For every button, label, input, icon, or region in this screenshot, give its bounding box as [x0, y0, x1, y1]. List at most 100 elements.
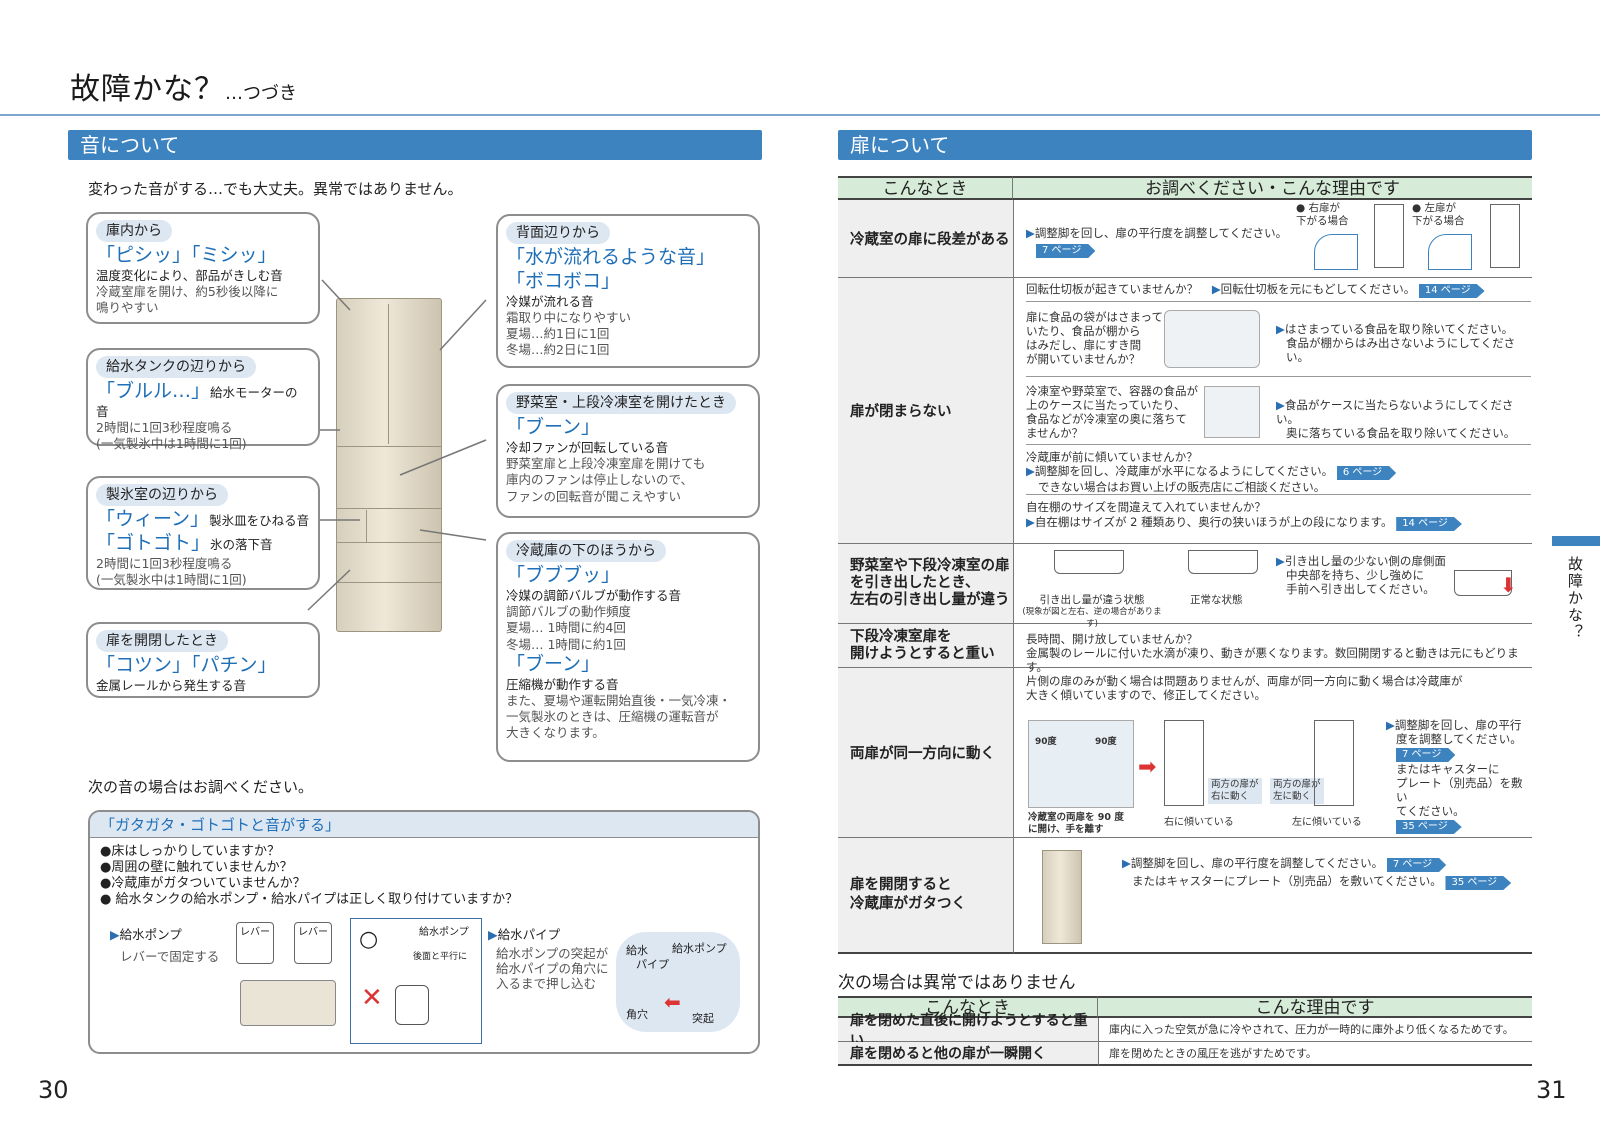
- row-text: 度を調整してください。: [1396, 732, 1522, 746]
- figure-caption: 左に傾いている: [1292, 817, 1362, 828]
- row-text: 奥に落ちている食品を取り除いてください。: [1286, 426, 1516, 440]
- ok-circle-icon: ○: [359, 927, 379, 952]
- bubble-text: (一気製氷中は1時間に1回): [96, 436, 247, 452]
- row-body: 長時間、開け放していませんか？ 金属製のレールに付いた水滴が凍り、動きが悪くなり…: [1013, 624, 1532, 674]
- bubble-bottom: 冷蔵庫の下のほうから 「ブブブッ」 冷媒の調節バルブが動作する音 調節バルブの動…: [496, 532, 760, 762]
- row-label: 扉を閉めると他の扉が一瞬開く: [838, 1042, 1098, 1066]
- sound-lead: 変わった音がする…でも大丈夫。異常ではありません。: [88, 180, 463, 198]
- bubble-vegetable: 野菜室・上段冷凍室を開けたとき 「ブーン」 冷却ファンが回転している音 野菜室扉…: [496, 384, 760, 518]
- fridge-shake-figure: [1042, 850, 1082, 944]
- fig-label: 角穴: [626, 1008, 648, 1021]
- bubble-text: また、夏場や運転開始直後・一気冷凍・: [506, 692, 732, 708]
- section-header-door: 扉について: [838, 130, 1532, 160]
- sound-quote: 「水が流れるような音」: [506, 246, 716, 269]
- sound-note: 製氷皿をひねる音: [209, 513, 310, 529]
- fridge-figure: [1374, 204, 1404, 268]
- figure-caption: 冷蔵室の両扉を 90 度: [1028, 812, 1124, 823]
- case-label: 下がる場合: [1296, 215, 1349, 227]
- sound-note: 給水モーターの音: [96, 385, 298, 419]
- section-header-sound: 音について: [68, 130, 762, 160]
- fridge-figure: [1490, 204, 1520, 268]
- row-text: 扉を閉めたときの風圧を逃がすためです。: [1098, 1042, 1532, 1066]
- row-text: いたり、食品が棚から: [1026, 324, 1141, 338]
- bubble-text: 冷却ファンが回転している音: [506, 439, 669, 455]
- sound-quote: 「ウィーン」: [96, 508, 210, 531]
- figure-caption: 左に動く: [1273, 791, 1312, 802]
- page-ref-badge: 7 ページ: [1396, 748, 1456, 762]
- pump-desc: レバーで固定する: [120, 949, 220, 964]
- sound-quote: 「ブルル…」: [96, 380, 211, 403]
- row-text: 扉に食品の袋がはさまって: [1026, 310, 1163, 324]
- fridge-right-tilt-figure: [1164, 720, 1204, 806]
- figure-caption: 両方の扉が: [1273, 779, 1321, 790]
- bubble-heading: 野菜室・上段冷凍室を開けたとき: [506, 392, 736, 415]
- angle-label: 90度: [1035, 737, 1057, 747]
- bubble-text: 調節バルブの動作頻度: [506, 604, 632, 620]
- check-item: ●冷蔵庫がガタついていませんか？: [100, 876, 306, 891]
- row-text: 金属製のレールに付いた水滴が凍り、動きが悪くなります。数回開閉すると動きは元にも…: [1026, 646, 1519, 674]
- row-body: ▶調整脚を回し、扉の平行度を調整してください。 7 ページ またはキャスターにプ…: [1013, 838, 1532, 954]
- bubble-text: 冬場… 1時間に約1回: [506, 636, 626, 652]
- drawer-normal-figure: [1188, 550, 1258, 574]
- row-label-line: 野菜室や下段冷凍室の扉: [850, 558, 1010, 574]
- rattle-check-box: 「ガタガタ・ゴトゴトと音がする」 ●床はしっかりしていますか？ ●周囲の壁に触れ…: [88, 810, 760, 1054]
- triangle-bullet-icon: ▶: [1276, 398, 1285, 412]
- page-title: 故障かな？…つづき: [70, 72, 297, 107]
- bubble-text: 夏場… 1時間に約4回: [506, 620, 626, 636]
- bubble-heading: 給水タンクの辺りから: [96, 356, 256, 379]
- sound-quote: 「ボコボコ」: [506, 269, 621, 292]
- bubble-text: (一気製氷中は1時間に1回): [96, 571, 247, 587]
- row-label-line: を引き出したとき、: [850, 575, 980, 591]
- triangle-bullet-icon: ▶: [1026, 464, 1035, 478]
- row-text: 調整脚を回し、扉の平行: [1394, 718, 1522, 732]
- row-text: 食品がケースに当たらないようにしてください。: [1276, 398, 1514, 426]
- row-text: てください。: [1396, 804, 1465, 818]
- down-arrow-icon: ⬇: [1500, 573, 1517, 597]
- triangle-bullet-icon: ▶: [1276, 322, 1285, 336]
- row-text: またはキャスターに: [1396, 762, 1500, 776]
- page-subtitle: …つづき: [225, 83, 297, 104]
- figure-caption: に開け、手を離す: [1028, 824, 1104, 835]
- row-text: 回転仕切板を元にもどしてください。: [1220, 282, 1416, 296]
- side-tab-label: 故障かな？: [1566, 556, 1584, 641]
- row-text: はさまっている食品を取り除いてください。: [1284, 322, 1514, 336]
- page-ref-badge: 7 ページ: [1036, 244, 1096, 258]
- bubble-heading: 扉を開閉したとき: [96, 630, 228, 653]
- bubble-text: 霜取り中になりやすい: [506, 309, 632, 325]
- triangle-bullet-icon: ▶: [110, 927, 120, 942]
- figure-caption: (現象が図と左右、逆の場合があります): [1022, 607, 1162, 629]
- shelf-figure: [1164, 310, 1260, 368]
- bubble-text: 金属レールから発生する音: [96, 677, 247, 693]
- bubble-text: 大きくなります。: [506, 725, 605, 741]
- bubble-text: 圧縮機が動作する音: [506, 676, 619, 692]
- figure-caption: 正常な状態: [1190, 594, 1243, 606]
- pipe-desc: 入るまで押し込む: [496, 976, 597, 991]
- ok-note: 後面と平行に: [413, 952, 468, 962]
- row-text: が開いていませんか？: [1026, 352, 1141, 366]
- row-text: 食品が棚からはみ出さないようにしてください。: [1286, 336, 1516, 364]
- drawer-uneven-figure: [1054, 550, 1124, 574]
- row-text: 調整脚を回し、扉の平行度を調整してください。: [1034, 226, 1288, 240]
- row-text: できない場合はお買い上げの販売店にご相談ください。: [1038, 480, 1326, 494]
- row-text: 大きく傾いていますので、修正してください。: [1026, 688, 1267, 702]
- triangle-bullet-icon: ▶: [1276, 554, 1285, 568]
- triangle-bullet-icon: ▶: [1211, 282, 1221, 296]
- case-label: 下がる場合: [1412, 215, 1465, 227]
- row-body: 回転仕切板が起きていませんか？ ▶回転仕切板を元にもどしてください。 14 ペー…: [1013, 278, 1532, 544]
- pipe-desc: 給水パイプの角穴に: [496, 961, 609, 976]
- col-header-when: こんなとき: [838, 996, 1098, 1018]
- row-text: ませんか？: [1026, 426, 1084, 440]
- sound-quote: 「ブーン」: [506, 416, 601, 439]
- row-text: 庫内に入った空気が急に冷やされて、圧力が一時的に庫外より低くなるためです。: [1098, 1018, 1532, 1042]
- col-header-reason: お調べください・こんな理由です: [1013, 176, 1532, 200]
- triangle-bullet-icon: ▶: [1026, 226, 1035, 240]
- door-figure: [1428, 234, 1472, 270]
- sound-note: 氷の落下音: [210, 536, 273, 552]
- bubble-back: 背面辺りから 「水が流れるような音」 「ボコボコ」 冷媒が流れる音 霜取り中にな…: [496, 214, 760, 368]
- check-lead: 次の音の場合はお調べください。: [88, 778, 314, 796]
- row-label: 扉を閉めた直後に開けようとすると重い: [838, 1013, 1098, 1049]
- check-item: ●周囲の壁に触れていませんか？: [100, 860, 293, 875]
- row-text: 手前へ引き出してください。: [1286, 582, 1435, 596]
- row-body: ▶調整脚を回し、扉の平行度を調整してください。 7 ページ ● 右扉が下がる場合…: [1013, 200, 1532, 278]
- pipe-desc: 給水ポンプの突起が: [496, 946, 609, 961]
